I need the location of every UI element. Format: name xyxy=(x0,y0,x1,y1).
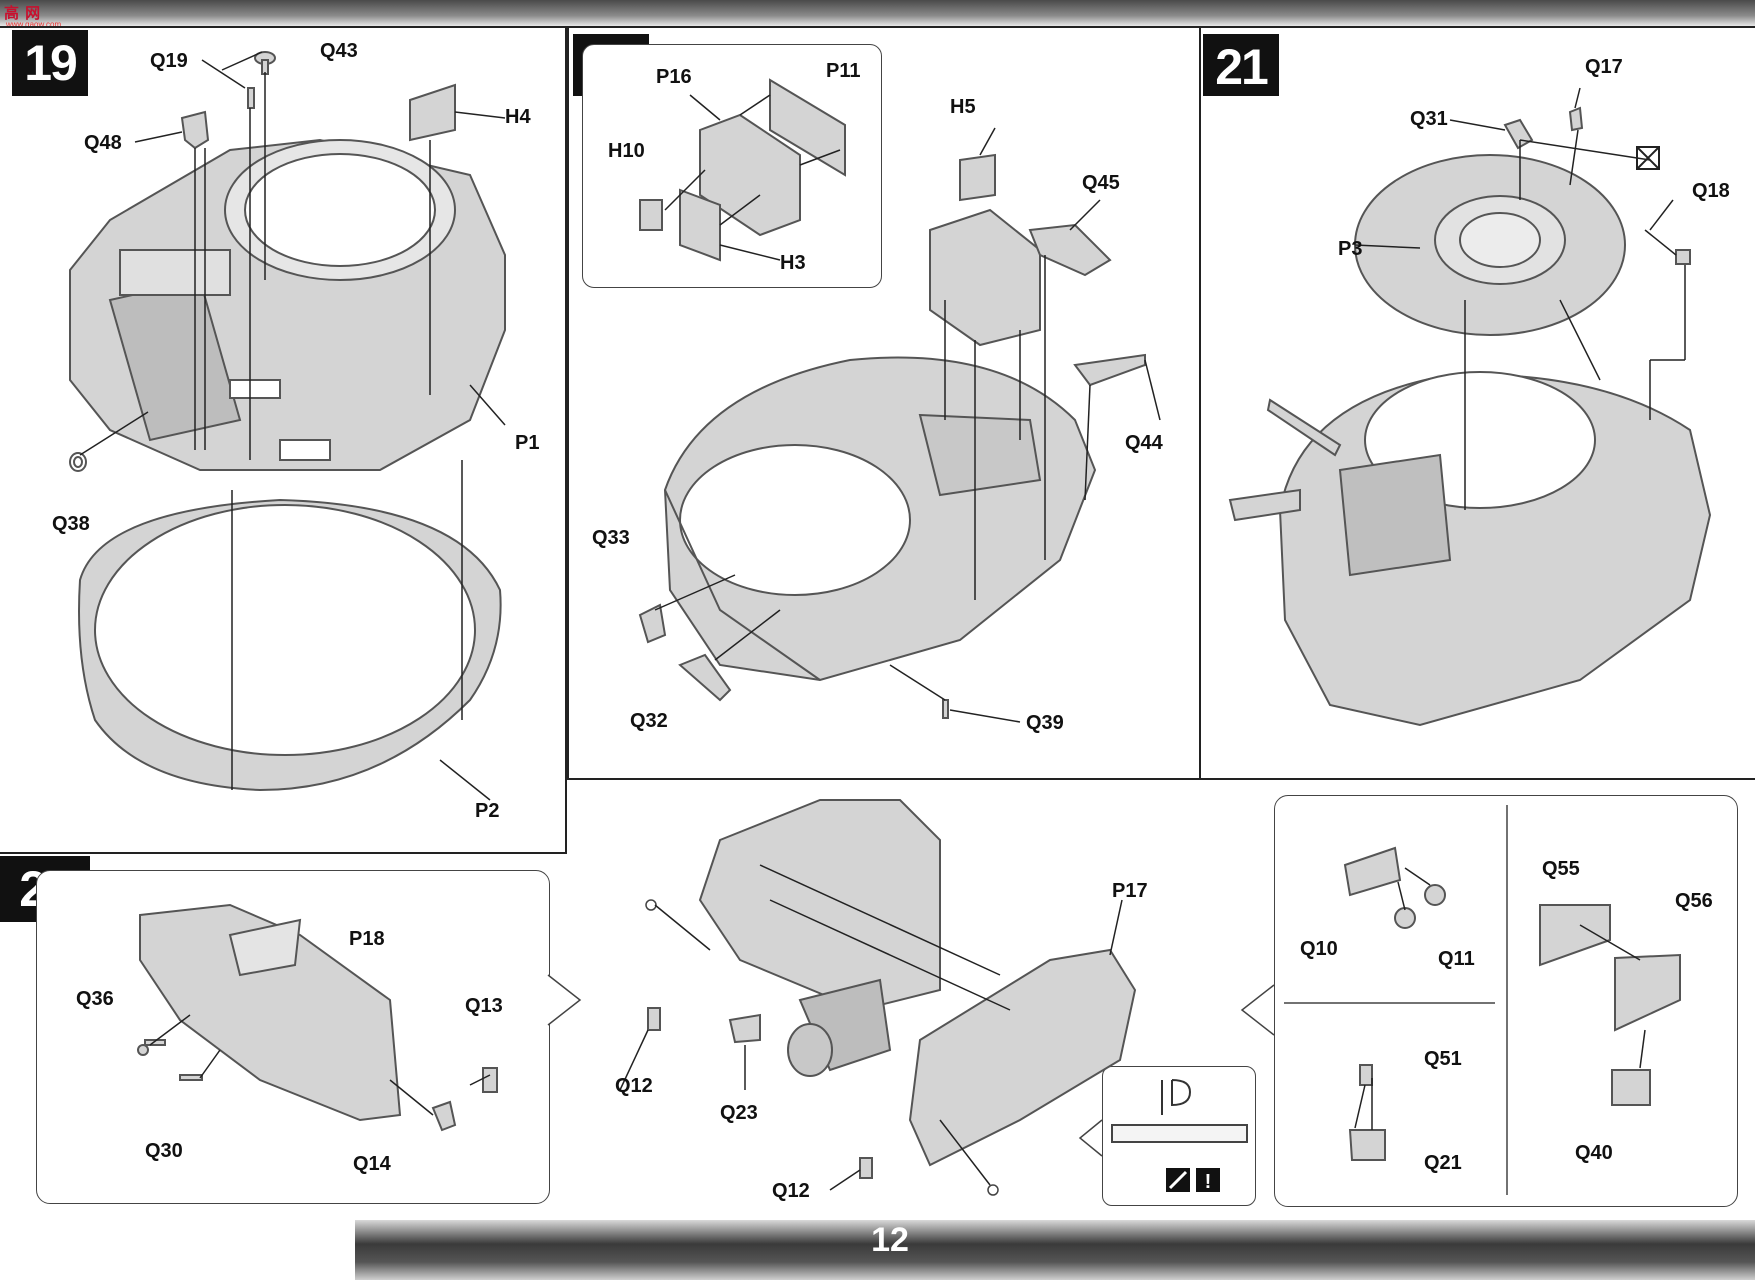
part-q56 xyxy=(1614,953,1681,1032)
svg-text:!: ! xyxy=(1205,1171,1212,1193)
label-p1: P1 xyxy=(515,432,540,454)
part-q30 xyxy=(179,1074,203,1081)
part-q18 xyxy=(1675,249,1691,265)
label-q40: Q40 xyxy=(1575,1142,1613,1164)
label-q23: Q23 xyxy=(720,1102,758,1124)
step-22-diagram: ! xyxy=(137,799,1681,1196)
label-q43: Q43 xyxy=(320,40,358,62)
label-h4: H4 xyxy=(505,106,531,128)
watermark-logo: 高 网 www.gaow.com xyxy=(4,5,62,29)
part-q32 xyxy=(678,653,732,702)
bottom-footer-band xyxy=(355,1220,1755,1280)
turret-assembly-20 xyxy=(663,356,1097,682)
top-header-band xyxy=(0,0,1755,26)
step-21-diagram xyxy=(1228,87,1712,727)
part-q19 xyxy=(247,87,255,109)
part-q45 xyxy=(1028,223,1112,277)
plate-h10 xyxy=(639,199,663,231)
turret-upper-p1 xyxy=(69,138,506,471)
part-q36 xyxy=(137,1039,166,1056)
turret-assembly-21 xyxy=(1228,371,1712,727)
label-q38: Q38 xyxy=(52,513,90,535)
label-p11: P11 xyxy=(826,60,861,82)
label-q18: Q18 xyxy=(1692,180,1730,202)
part-q13 xyxy=(482,1067,498,1093)
assembly-lines-22 xyxy=(149,864,1646,1191)
plate-h3 xyxy=(679,188,721,262)
breech-p18 xyxy=(139,903,402,1122)
label-h10: H10 xyxy=(608,140,645,162)
box-h5-stack xyxy=(929,153,1041,347)
label-q21: Q21 xyxy=(1424,1152,1462,1174)
part-q10 xyxy=(1343,846,1402,897)
label-p18: P18 xyxy=(349,928,385,950)
label-q14: Q14 xyxy=(353,1153,391,1175)
label-q13: Q13 xyxy=(465,995,503,1017)
turret-ring-p2 xyxy=(78,498,502,792)
cradle-assembly-p17 xyxy=(698,799,1137,1167)
label-h5: H5 xyxy=(950,96,976,118)
label-q17: Q17 xyxy=(1585,56,1623,78)
part-q40 xyxy=(1611,1069,1651,1106)
assembly-lines-19 xyxy=(79,51,506,801)
step-21-number: 21 xyxy=(1203,34,1279,96)
label-q12-lower: Q12 xyxy=(772,1180,810,1202)
label-q55: Q55 xyxy=(1542,858,1580,880)
step-20-diagram xyxy=(638,78,1161,723)
label-p2: P2 xyxy=(475,800,500,822)
label-q19: Q19 xyxy=(150,50,188,72)
label-q51: Q51 xyxy=(1424,1048,1462,1070)
hatch-plate-p3 xyxy=(1354,154,1626,336)
part-q44 xyxy=(1073,353,1146,387)
part-q38 xyxy=(69,452,87,472)
label-p16: P16 xyxy=(656,66,692,88)
plate-p11 xyxy=(769,78,846,177)
label-q10: Q10 xyxy=(1300,938,1338,960)
label-q33: Q33 xyxy=(592,527,630,549)
part-q12-lower xyxy=(859,1157,873,1179)
label-q44: Q44 xyxy=(1125,432,1163,454)
part-q33 xyxy=(638,603,667,644)
label-q12-upper: Q12 xyxy=(615,1075,653,1097)
part-q12-upper xyxy=(647,1007,661,1031)
assembly-lines-21 xyxy=(1354,87,1686,510)
part-q23 xyxy=(728,1013,761,1044)
label-q36: Q36 xyxy=(76,988,114,1010)
label-q30: Q30 xyxy=(145,1140,183,1162)
label-q31: Q31 xyxy=(1410,108,1448,130)
part-q21 xyxy=(1348,1129,1386,1161)
label-p3: P3 xyxy=(1338,238,1363,260)
part-q11 xyxy=(1394,884,1446,929)
knife-warning-icon: ! xyxy=(1166,1168,1220,1193)
label-q56: Q56 xyxy=(1675,890,1713,912)
label-p17: P17 xyxy=(1112,880,1148,902)
part-q17 xyxy=(1568,106,1584,132)
label-q48: Q48 xyxy=(84,132,122,154)
page-number: 12 xyxy=(871,1221,909,1259)
label-q11: Q11 xyxy=(1438,948,1475,970)
part-q14 xyxy=(431,1100,457,1132)
assembly-lines-20 xyxy=(654,94,1161,723)
step-19-number: 19 xyxy=(12,30,88,96)
label-q32: Q32 xyxy=(630,710,668,732)
paint-stencil-icon xyxy=(1111,1079,1248,1143)
step-19-diagram xyxy=(69,51,506,801)
part-q51 xyxy=(1359,1064,1373,1086)
label-q45: Q45 xyxy=(1082,172,1120,194)
part-q48 xyxy=(180,110,210,150)
hatch-part-h4 xyxy=(409,83,456,142)
part-q39 xyxy=(942,699,949,719)
part-q55 xyxy=(1539,904,1611,967)
label-q39: Q39 xyxy=(1026,712,1064,734)
label-h3: H3 xyxy=(780,252,806,274)
